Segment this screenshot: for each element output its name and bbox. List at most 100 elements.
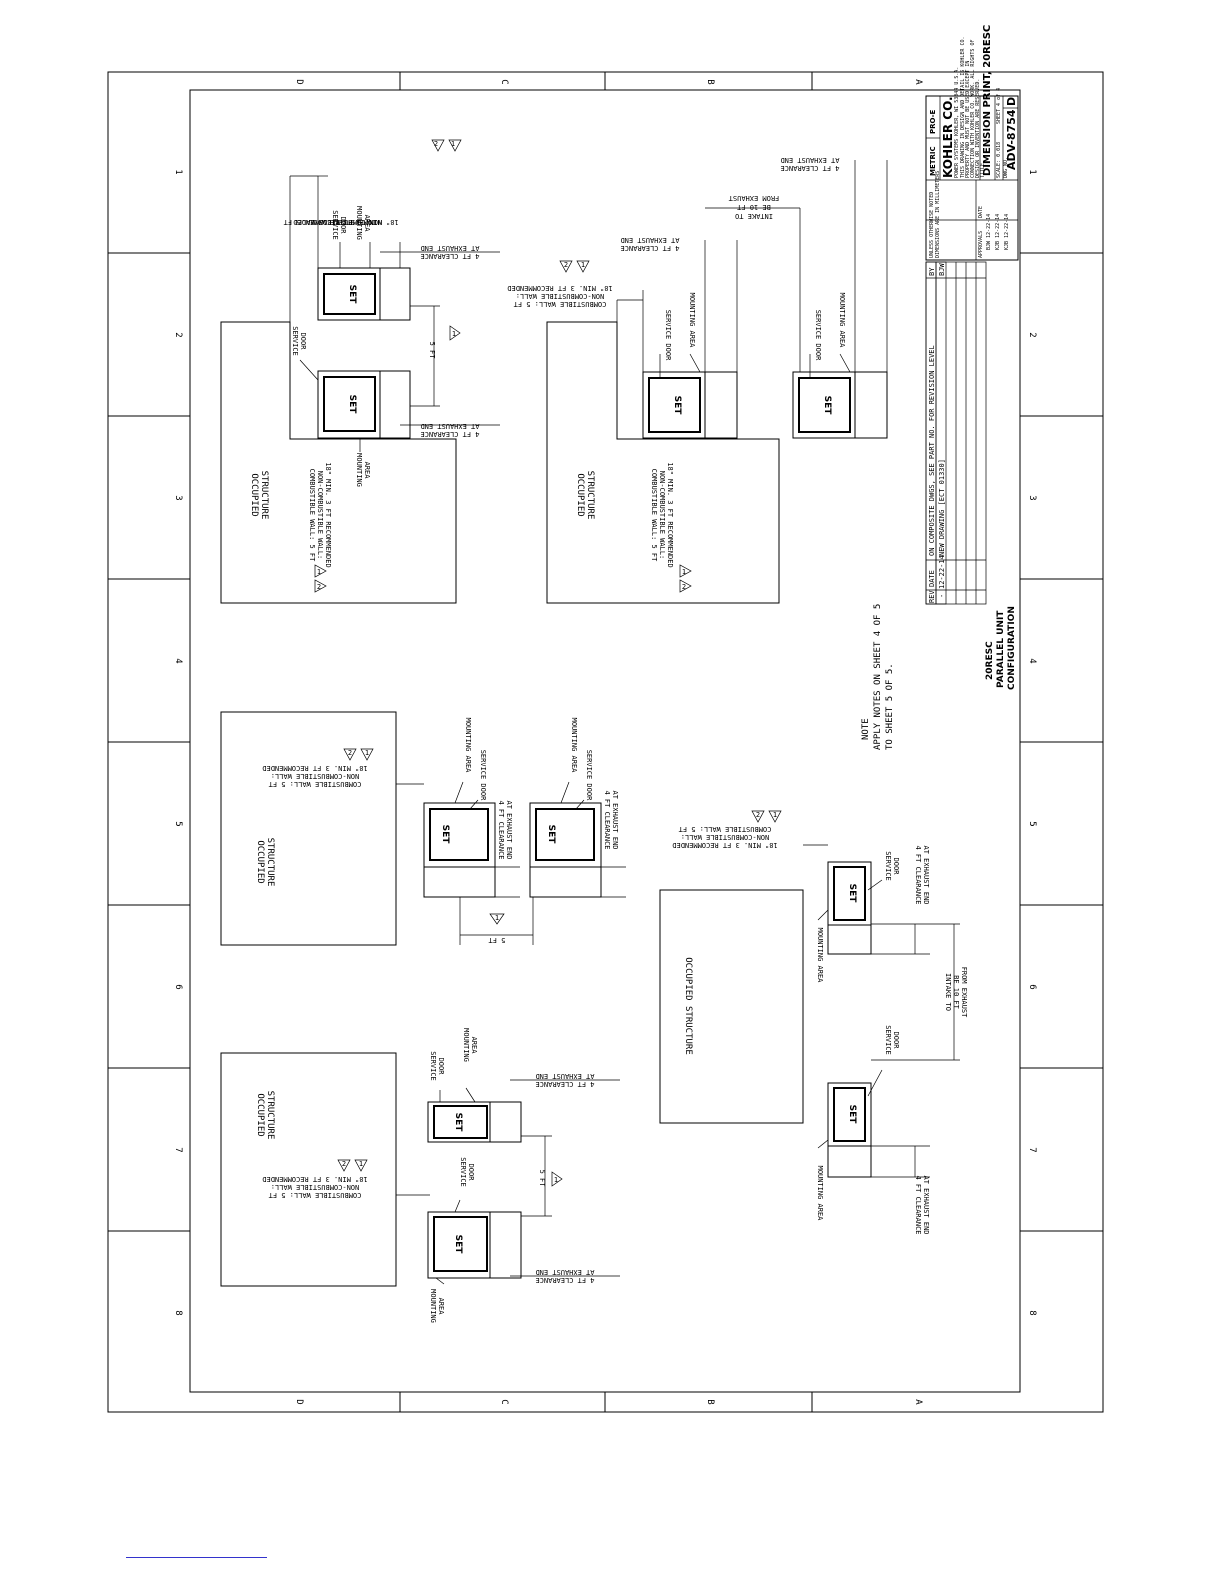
detail-1: OCCUPIED STRUCTURE SET SET COMBUSTIBLE W…	[220, 139, 500, 604]
zone-letter-bottom: A	[913, 1399, 923, 1405]
svg-text:4 FT CLEARANCE: 4 FT CLEARANCE	[620, 244, 679, 252]
svg-text:SET: SET	[672, 396, 682, 416]
svg-text:AT EXHAUST END: AT EXHAUST END	[922, 1175, 930, 1234]
svg-text:5 FT: 5 FT	[488, 936, 506, 944]
svg-text:4 FT CLEARANCE: 4 FT CLEARANCE	[914, 1175, 922, 1234]
svg-text:1: 1	[495, 914, 499, 922]
svg-text:SET: SET	[822, 396, 832, 416]
svg-text:NON-COMBUSTIBLE WALL:: NON-COMBUSTIBLE WALL:	[681, 833, 770, 841]
svg-text:SET: SET	[847, 884, 857, 904]
svg-text:2: 2	[348, 749, 352, 757]
svg-text:COMBUSTIBLE WALL: 5 FT: COMBUSTIBLE WALL: 5 FT	[268, 780, 362, 788]
zone-letter-top: D	[294, 79, 304, 84]
svg-text:INTAKE TO: INTAKE TO	[735, 212, 773, 220]
svg-text:CONFIGURATION: CONFIGURATION	[1007, 606, 1017, 690]
svg-text:20RESC: 20RESC	[985, 641, 995, 680]
svg-text:8: 8	[173, 1310, 183, 1315]
zone-letter-top: A	[913, 79, 923, 85]
svg-text:SET: SET	[453, 1235, 463, 1255]
svg-text:APPLY NOTES ON SHEET 4 OF 5: APPLY NOTES ON SHEET 4 OF 5	[873, 604, 883, 750]
detail-4: OCCUPIED STRUCTURE COMBUSTIBLE WALL: 5 F…	[659, 810, 968, 1235]
svg-text:2: 2	[1027, 332, 1037, 337]
svg-text:MOUNTING AREA: MOUNTING AREA	[816, 1166, 824, 1222]
svg-text:KJB 12-22-14: KJB 12-22-14	[1004, 214, 1010, 250]
svg-text:SET: SET	[847, 1105, 857, 1125]
svg-text:1: 1	[317, 568, 321, 576]
revision-table: REV DATE ON COMPOSITE DWGS, SEE PART NO.…	[925, 261, 987, 605]
svg-text:AT EXHAUST END: AT EXHAUST END	[922, 845, 930, 904]
occupied-structure-outline	[546, 321, 780, 604]
svg-text:COMBUSTIBLE WALL: 5 FT: COMBUSTIBLE WALL: 5 FT	[678, 825, 772, 833]
svg-text:1: 1	[452, 330, 456, 338]
svg-text:AT EXHAUST END: AT EXHAUST END	[420, 422, 479, 430]
detail-3: OCCUPIED STRUCTURE COMBUSTIBLE WALL: 5 F…	[220, 711, 626, 946]
zone-letter-top: B	[705, 79, 715, 84]
svg-text:MOUNTING: MOUNTING	[462, 1028, 470, 1062]
svg-text:2: 2	[342, 1160, 346, 1168]
svg-text:FROM EXHAUST: FROM EXHAUST	[960, 967, 968, 1018]
occupied-structure-outline	[220, 321, 457, 604]
svg-text:2: 2	[564, 261, 568, 269]
svg-text:DIMENSION PRINT, 20RESC: DIMENSION PRINT, 20RESC	[982, 25, 993, 176]
svg-text:MOUNTING: MOUNTING	[355, 453, 363, 487]
svg-text:SET: SET	[453, 1113, 463, 1133]
svg-text:THIS DRAWING IN DESIGN AND DET: THIS DRAWING IN DESIGN AND DETAIL IS KOH…	[960, 37, 966, 178]
svg-text:STRUCTURE: STRUCTURE	[585, 471, 595, 520]
svg-text:7: 7	[1027, 1147, 1037, 1152]
svg-text:AT EXHAUST END: AT EXHAUST END	[535, 1268, 594, 1276]
svg-text:BE 10 FT: BE 10 FT	[736, 203, 771, 211]
svg-text:AREA: AREA	[470, 1037, 478, 1055]
svg-text:DATE: DATE	[928, 570, 936, 587]
svg-text:4 FT CLEARANCE: 4 FT CLEARANCE	[780, 164, 839, 172]
svg-text:OCCUPIED: OCCUPIED	[575, 473, 585, 516]
svg-text:8: 8	[1027, 1310, 1037, 1315]
svg-text:-: -	[938, 594, 946, 598]
svg-text:DWG NO.: DWG NO.	[1003, 157, 1009, 178]
zone-numbers-left: 1 2 3 4 5 6 7 8	[173, 169, 183, 1315]
occupied-structure-label: STRUCTURE	[259, 471, 269, 520]
svg-text:18" MIN. 3 FT RECOMMENDED: 18" MIN. 3 FT RECOMMENDED	[507, 284, 612, 292]
svg-text:COMBUSTIBLE WALL: 5 FT: COMBUSTIBLE WALL: 5 FT	[283, 218, 377, 226]
title-block: METRIC PRO-E KOHLER CO. POWER SYSTEMS KO…	[925, 25, 1019, 261]
svg-text:AT EXHAUST END: AT EXHAUST END	[505, 800, 513, 859]
svg-text:3: 3	[1027, 495, 1037, 500]
generator-set	[317, 370, 411, 439]
company-logo: KOHLER CO.	[941, 96, 955, 178]
svg-text:COMBUSTIBLE WALL: 5 FT: COMBUSTIBLE WALL: 5 FT	[308, 469, 316, 563]
svg-text:6: 6	[173, 984, 183, 989]
svg-text:OCCUPIED: OCCUPIED	[255, 1093, 265, 1136]
svg-text:SERVICE: SERVICE	[331, 210, 339, 240]
svg-text:18" MIN. 3 FT RECOMMENDED: 18" MIN. 3 FT RECOMMENDED	[666, 462, 674, 567]
occupied-structure-outline	[220, 711, 397, 946]
svg-text:6: 6	[1027, 984, 1037, 989]
svg-text:BJW 12-22-14: BJW 12-22-14	[986, 214, 992, 250]
svg-text:1: 1	[581, 261, 585, 269]
svg-text:FROM EXHAUST: FROM EXHAUST	[728, 194, 779, 202]
svg-text:BJW: BJW	[938, 263, 946, 276]
svg-text:BE 10 FT: BE 10 FT	[952, 975, 960, 1010]
svg-text:NON-COMBUSTIBLE WALL:: NON-COMBUSTIBLE WALL:	[271, 1183, 360, 1191]
svg-text:4 FT CLEARANCE: 4 FT CLEARANCE	[497, 800, 505, 859]
svg-text:18" MIN. 3 FT RECOMMENDED: 18" MIN. 3 FT RECOMMENDED	[293, 218, 398, 226]
svg-text:COMBUSTIBLE WALL: 5 FT: COMBUSTIBLE WALL: 5 FT	[513, 300, 607, 308]
svg-text:BY: BY	[928, 267, 936, 276]
svg-text:INTAKE TO: INTAKE TO	[944, 973, 952, 1011]
generator-set	[423, 802, 496, 898]
svg-text:SERVICE: SERVICE	[884, 851, 892, 881]
svg-text:4 FT CLEARANCE: 4 FT CLEARANCE	[535, 1080, 594, 1088]
svg-text:SCALE: 0.018: SCALE: 0.018	[996, 142, 1002, 178]
svg-text:18" MIN. 3 FT RECOMMENDED: 18" MIN. 3 FT RECOMMENDED	[672, 841, 777, 849]
svg-text:DIMENSIONS ARE IN MILLIMETERS: DIMENSIONS ARE IN MILLIMETERS	[935, 171, 941, 258]
svg-text:COMBUSTIBLE WALL: 5 FT: COMBUSTIBLE WALL: 5 FT	[650, 469, 658, 563]
svg-text:TITLE: TITLE	[980, 163, 986, 178]
svg-text:1: 1	[554, 1176, 558, 1184]
occupied-structure-label: OCCUPIED	[249, 473, 259, 516]
generator-set	[529, 802, 602, 898]
svg-text:1: 1	[451, 140, 455, 148]
occupied-structure-outline	[220, 1052, 397, 1287]
svg-text:2: 2	[434, 140, 438, 148]
configuration-title: 20RESC PARALLEL UNIT CONFIGURATION	[985, 606, 1017, 690]
svg-text:AREA: AREA	[363, 215, 371, 233]
svg-text:4 FT CLEARANCE: 4 FT CLEARANCE	[420, 430, 479, 438]
svg-text:SERVICE: SERVICE	[429, 1051, 437, 1081]
